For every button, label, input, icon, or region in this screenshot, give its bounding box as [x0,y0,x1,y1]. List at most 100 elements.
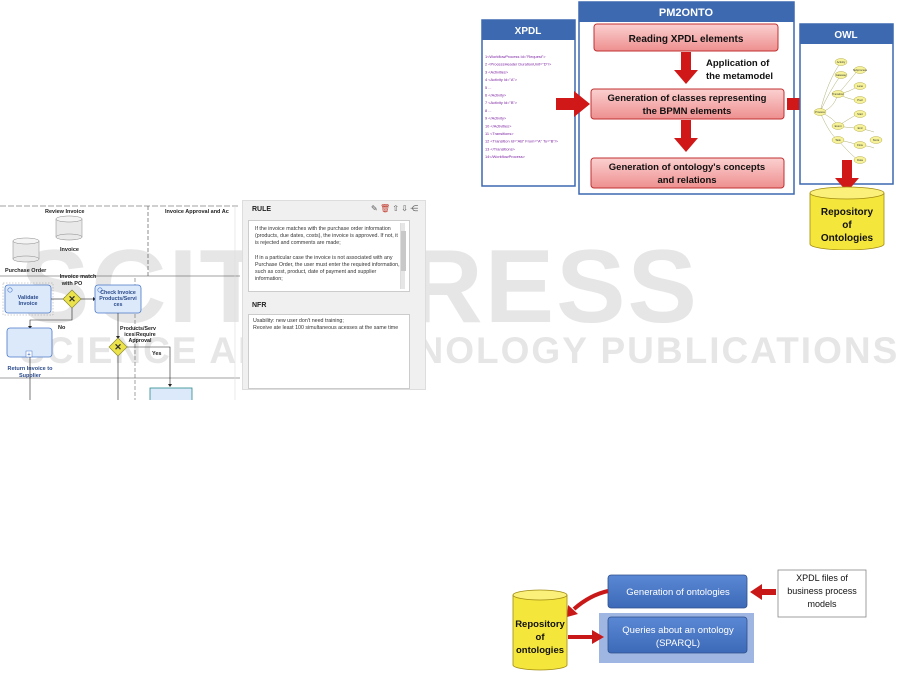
svg-text:14</WorkflowProcess>: 14</WorkflowProcess> [485,154,526,159]
check-invoice-task[interactable]: Check Invoice Products/Servi ces [94,284,142,314]
check-invoice-label-2: Products/Servi [99,296,137,302]
svg-text:Store: Store [873,138,880,142]
gateway2-label-3: Approval [129,338,152,344]
generation-ontology-box [590,157,785,189]
svg-text:Lane: Lane [857,84,863,88]
repository-2-label-3: ontologies [516,645,564,656]
return-invoice-label-1: Return Invoice to [8,366,54,372]
repository-label-2: of [842,220,852,231]
gateway2-label-2: ices Require [124,332,156,338]
arrow-down-icon[interactable]: ⇩ [401,204,408,213]
repository-2-label-1: Repository [515,619,565,630]
return-invoice-label-2: Supplier [19,373,42,379]
xpdl-files-label-3: models [807,599,837,609]
validate-invoice-label: Validate [18,295,39,301]
xpdl-files-box [777,569,867,618]
data-store-invoice-label: Invoice [60,247,79,253]
pool-purchase-order: Purchase Order [5,268,47,274]
svg-text:Transition: Transition [832,92,844,96]
svg-text:11 <Transitions>: 11 <Transitions> [485,131,514,136]
yes-label: Yes [152,351,161,357]
gateway1-label-1: Invoice match [60,274,97,280]
data-store-invoice-icon [55,215,83,241]
generation-ontologies-label: Generation of ontologies [626,587,730,598]
svg-text:2 <ProcessHeader DurationUnit: 2 <ProcessHeader DurationUnit="D"/> [485,62,552,67]
xpdl-header: XPDL [515,26,542,37]
svg-text:7 <Activity Id="B">: 7 <Activity Id="B"> [485,100,518,105]
svg-text:✕: ✕ [68,294,76,304]
svg-text:Gateway: Gateway [836,73,847,77]
svg-text:8 ...: 8 ... [485,108,492,113]
xpdl-code: 1<WorkflowProcess Id="Request"> 2 <Proce… [485,54,559,159]
gateway-approval-icon[interactable]: ✕ [108,337,128,357]
svg-text:6 </Activity>: 6 </Activity> [485,93,507,98]
reading-xpdl-label: Reading XPDL elements [629,34,744,45]
gateway1-label-2: with PO [61,281,83,287]
svg-text:13 </Transitions>: 13 </Transitions> [485,146,516,151]
metamodel-label-2: the metamodel [706,71,773,82]
bpmn-diagram: Review Invoice Invoice Approval and Ac I… [0,205,240,400]
owl-header: OWL [834,30,857,41]
svg-text:Pool: Pool [857,98,863,102]
arrow-up-icon[interactable]: ⇧ [392,204,400,213]
svg-text:10 </Activities>: 10 </Activities> [485,123,512,128]
svg-text:Process: Process [815,110,825,114]
svg-text:9 </Activity>: 9 </Activity> [485,116,507,121]
rule-panel: RULE ✎ 🗑 ⇧ ⇩ ⋲ If the invoice matches wi… [242,200,426,390]
check-invoice-label-3: ces [114,302,123,308]
svg-text:Task: Task [835,138,841,142]
svg-text:✕: ✕ [114,342,122,352]
svg-text:Flow: Flow [857,143,863,147]
rule-textarea[interactable]: If the invoice matches with the purchase… [248,220,410,292]
nfr-title: NFR [252,302,267,309]
generation-classes-box [590,88,785,120]
repository-label-1: Repository [821,207,874,218]
rule-scrollbar[interactable] [400,223,406,289]
check-invoice-label-1: Check Invoice [100,290,136,296]
svg-text:Activity: Activity [837,60,846,64]
queries-label-2: (SPARQL) [656,638,700,649]
edit-icon[interactable]: ✎ [371,204,378,213]
validate-invoice-task[interactable]: Validate Invoice [2,282,54,316]
pm2onto-header: PM2ONTO [659,7,714,19]
svg-text:1<WorkflowProcess Id="Request": 1<WorkflowProcess Id="Request"> [485,54,546,59]
lane-invoice-approval: Invoice Approval and Ac [165,209,229,215]
svg-text:Subprocess: Subprocess [853,68,868,72]
share-icon[interactable]: ⋲ [410,204,419,213]
queries-box [607,616,748,654]
owl-nodes: Process Activity Gateway Transition Even… [813,58,883,164]
rule-toolbar: ✎ 🗑 ⇧ ⇩ ⋲ [371,204,418,213]
generation-classes-label-1: Generation of classes representing [608,93,767,104]
delete-icon[interactable]: 🗑 [379,204,391,213]
pm2onto-diagram: XPDL 1<WorkflowProcess Id="Request"> 2 <… [481,1,894,250]
reading-xpdl-box [593,23,779,52]
xpdl-files-label-1: XPDL files of [796,573,848,583]
watermark-sub: SCIENCE AND TECHNOLOGY PUBLICATIONS [20,330,900,371]
gateway2-label-1: Products/Serv [120,326,156,332]
return-invoice-task[interactable]: + [6,327,53,358]
lane-review-invoice: Review Invoice [45,209,84,215]
svg-text:Event: Event [835,124,842,128]
generation-ontology-label-1: Generation of ontology's concepts [609,162,765,173]
architecture-diagram: Generation of ontologies Queries about a… [512,569,867,671]
queries-label-1: Queries about an ontology [622,625,734,636]
svg-text:+: + [27,352,30,358]
no-label: No [58,325,66,331]
svg-text:4 <Activity Id="A">: 4 <Activity Id="A"> [485,77,518,82]
svg-text:Data: Data [857,158,863,162]
svg-text:3 <Activities>: 3 <Activities> [485,69,509,74]
svg-text:12 <Transition Id="AB" From=: 12 <Transition Id="AB" From="A" To="B"/> [485,139,559,144]
repository-ontologies-2-icon [512,589,568,671]
svg-text:Start: Start [857,112,863,116]
rule-title: RULE [252,206,272,213]
repository-label-3: Ontologies [821,233,874,244]
generation-ontology-label-2: and relations [657,175,716,186]
svg-text:End: End [858,126,863,130]
xpdl-files-label-2: business process [787,586,857,596]
svg-text:5 ...: 5 ... [485,85,492,90]
gateway-invoice-match-icon[interactable]: ✕ [62,289,82,309]
repository-2-label-2: of [536,632,546,643]
metamodel-label-1: Application of [706,58,770,69]
validate-invoice-label-2: Invoice [19,301,38,307]
nfr-textarea[interactable]: Usability: new user don't need training;… [248,314,410,389]
